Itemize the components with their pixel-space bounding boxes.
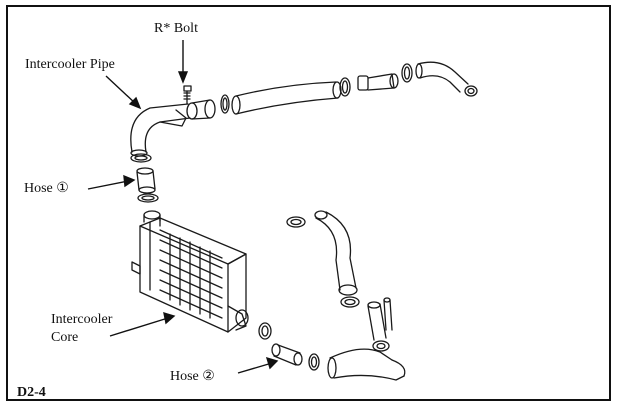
upper-right-coupler [339,61,478,97]
intercooler-pipe [130,94,230,157]
intercooler-pipe-label: Intercooler Pipe [25,57,115,72]
hose-2-label: Hose ② [170,369,215,384]
bolt-icon [183,85,192,105]
core-label-line2: Core [51,330,79,345]
upper-long-pipe [231,81,342,115]
core-label-line1: Intercooler [51,312,113,327]
lower-right-hose [286,210,360,308]
intercooler-core [131,210,249,333]
callout-arrows [87,40,279,374]
lower-outlet-pipe [327,297,406,381]
diagram-frame [6,5,611,401]
hose-2-assembly [258,322,320,371]
hose-1-label: Hose ① [24,181,69,196]
figure-code: D2-4 [17,385,46,400]
bolt-label: R* Bolt [154,21,198,36]
intercooler-core-label: Intercooler Core [51,311,112,347]
hose-1-assembly [130,153,159,203]
